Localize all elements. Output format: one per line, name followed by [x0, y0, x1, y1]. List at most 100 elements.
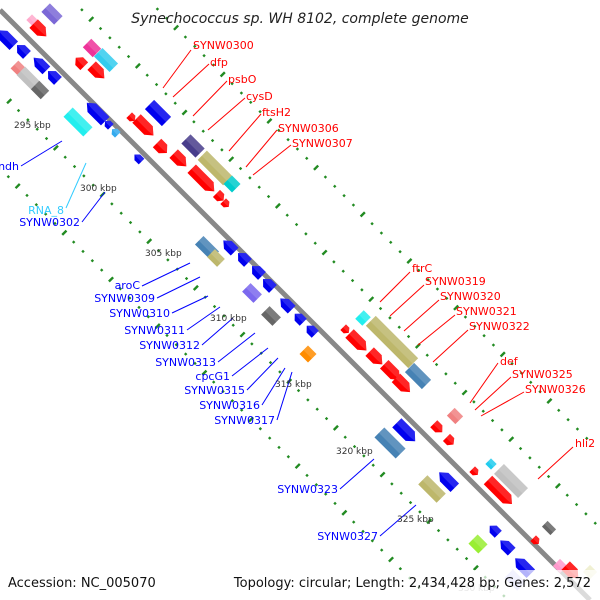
gene-feature[interactable] — [494, 464, 528, 498]
gene-highlight — [471, 466, 479, 475]
gene-label[interactable]: SYNW0327 — [317, 530, 378, 543]
gene-feature[interactable] — [219, 236, 239, 256]
gene-feature[interactable] — [126, 112, 137, 123]
gene-feature[interactable] — [212, 189, 227, 204]
gene-label[interactable]: hli2 — [575, 437, 595, 450]
gene-feature[interactable] — [93, 47, 119, 73]
gene-label[interactable]: SYNW0309 — [94, 292, 155, 305]
gene-feature[interactable] — [303, 322, 319, 338]
gene-feature[interactable] — [0, 26, 19, 51]
gene-label[interactable]: SYNW0306 — [278, 122, 339, 135]
gene-label[interactable]: SYNW0320 — [440, 290, 501, 303]
gene-feature[interactable] — [234, 249, 252, 267]
gene-feature[interactable] — [299, 345, 317, 363]
gene-label[interactable]: ftrC — [412, 262, 433, 275]
gene-feature[interactable] — [10, 60, 26, 76]
gene-feature[interactable] — [242, 283, 262, 303]
gene-feature[interactable] — [248, 262, 266, 280]
gene-feature[interactable] — [483, 475, 517, 509]
gene-feature[interactable] — [109, 126, 121, 138]
gene-feature[interactable] — [418, 475, 446, 503]
gene-label[interactable]: cpcG1 — [195, 370, 230, 383]
gene-feature[interactable] — [63, 107, 93, 137]
gene-feature[interactable] — [530, 535, 541, 546]
gene-highlight — [303, 345, 317, 359]
gene-feature[interactable] — [446, 407, 464, 425]
gene-feature[interactable] — [340, 324, 351, 335]
gene-feature[interactable] — [13, 41, 31, 59]
gene-feature[interactable] — [41, 3, 63, 25]
gene-feature[interactable] — [187, 164, 218, 195]
gene-feature[interactable] — [291, 310, 307, 326]
gene-label[interactable]: SYNW0322 — [469, 320, 530, 333]
gene-label[interactable]: psbO — [228, 73, 257, 86]
gene-feature[interactable] — [30, 54, 51, 75]
gene-label[interactable]: dfp — [210, 56, 228, 69]
gene-label[interactable]: ftsH2 — [262, 106, 291, 119]
gene-feature[interactable] — [435, 468, 460, 493]
gene-label[interactable]: SYNW0312 — [139, 339, 200, 352]
gene-label[interactable]: def — [500, 355, 519, 368]
gene-feature[interactable] — [144, 99, 172, 127]
gene-label[interactable]: SYNW0326 — [525, 383, 586, 396]
gene-label[interactable]: SYNW0321 — [456, 305, 517, 318]
gene-feature[interactable] — [392, 418, 420, 446]
gene-feature[interactable] — [374, 427, 406, 459]
gene-feature[interactable] — [152, 138, 171, 157]
gene-label[interactable]: ndh — [0, 160, 19, 173]
gene-label[interactable]: SYNW0310 — [109, 307, 170, 320]
gene-label[interactable]: SYNW0302 — [19, 216, 80, 229]
gene-label[interactable]: cysD — [246, 90, 273, 103]
gene-feature[interactable] — [82, 38, 102, 58]
gene-feature[interactable] — [29, 19, 50, 40]
gene-highlight — [75, 57, 89, 67]
gene-feature[interactable] — [391, 373, 415, 397]
gene-feature[interactable] — [44, 67, 62, 85]
gene-feature[interactable] — [16, 66, 40, 90]
gene-label[interactable]: SYNW0307 — [292, 137, 353, 150]
gene-label[interactable]: aroC — [115, 279, 141, 292]
gene-feature[interactable] — [181, 134, 205, 158]
gene-label[interactable]: SYNW0311 — [124, 324, 185, 337]
gene-feature[interactable] — [365, 315, 419, 369]
gene-feature[interactable] — [276, 294, 296, 314]
gene-feature[interactable] — [379, 359, 404, 384]
gene-feature[interactable] — [169, 149, 190, 170]
gene-feature[interactable] — [496, 536, 516, 556]
gene-feature[interactable] — [345, 329, 370, 354]
gene-label[interactable]: RNA_8 — [28, 204, 64, 217]
gene-feature[interactable] — [430, 420, 446, 436]
gene-feature[interactable] — [83, 99, 110, 126]
gene-feature[interactable] — [442, 433, 457, 448]
gene-feature[interactable] — [541, 520, 557, 536]
gene-label[interactable]: SYNW0325 — [512, 368, 573, 381]
gene-feature[interactable] — [468, 534, 488, 554]
gene-label[interactable]: SYNW0300 — [193, 39, 254, 52]
gene-feature[interactable] — [132, 114, 157, 139]
gene-label[interactable]: SYNW0316 — [199, 399, 260, 412]
tick-mark — [211, 63, 216, 67]
gene-feature[interactable] — [365, 347, 386, 368]
gene-feature[interactable] — [72, 54, 89, 71]
tick-mark — [138, 230, 142, 234]
gene-feature[interactable] — [207, 249, 225, 267]
gene-feature[interactable] — [404, 362, 432, 390]
gene-feature[interactable] — [220, 198, 231, 209]
gene-feature[interactable] — [102, 118, 114, 130]
gene-label[interactable]: SYNW0313 — [155, 356, 216, 369]
gene-feature[interactable] — [469, 466, 480, 477]
gene-feature[interactable] — [485, 458, 497, 470]
gene-highlight — [280, 298, 296, 311]
gene-feature[interactable] — [259, 275, 277, 293]
gene-feature[interactable] — [355, 310, 371, 326]
gene-feature[interactable] — [486, 522, 502, 538]
gene-feature[interactable] — [132, 152, 145, 165]
gene-label[interactable]: SYNW0319 — [425, 275, 486, 288]
gene-feature[interactable] — [197, 150, 233, 186]
gene-label[interactable]: SYNW0315 — [184, 384, 245, 397]
gene-label[interactable]: SYNW0323 — [277, 483, 338, 496]
gene-label[interactable]: SYNW0317 — [214, 414, 275, 427]
gene-feature[interactable] — [30, 80, 50, 100]
gene-feature[interactable] — [261, 306, 281, 326]
